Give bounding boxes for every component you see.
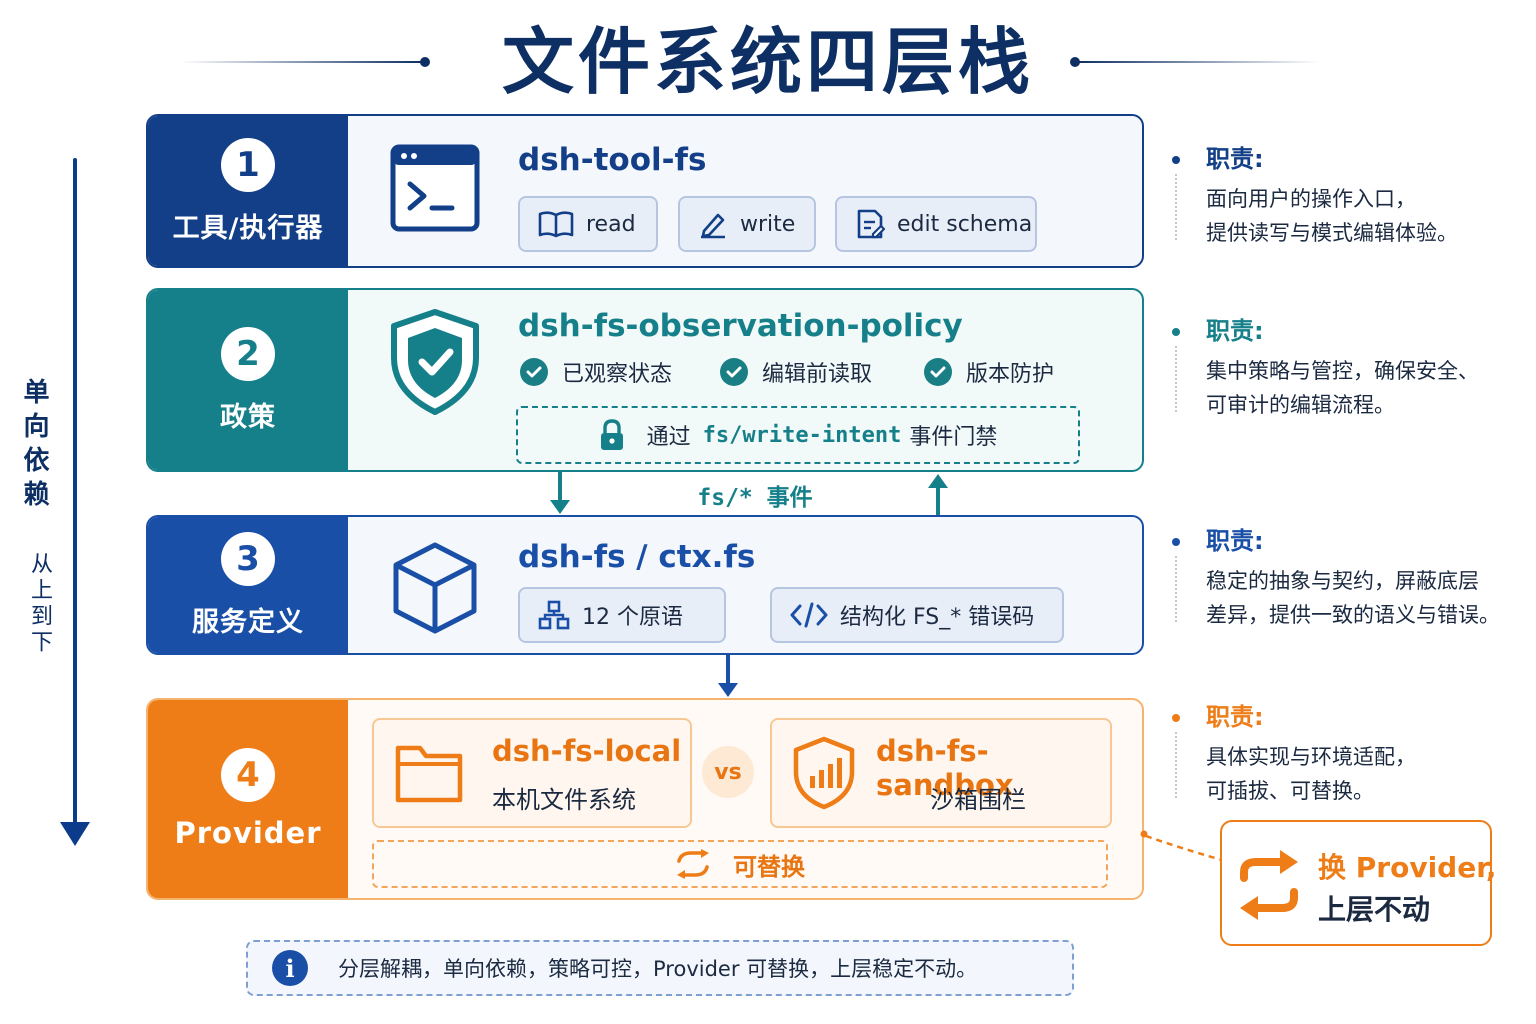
role-3-heading: 职责: [1206, 527, 1264, 555]
provider-local-name: dsh-fs-local [492, 734, 682, 768]
swap-note-line2: 上层不动 [1318, 893, 1431, 926]
swap-note-line1: 换 Provider, [1318, 851, 1497, 884]
title-dot-right [1070, 57, 1080, 67]
role-1-text: 面向用户的操作入口， 提供读写与模式编辑体验。 [1206, 187, 1458, 245]
replaceable-label: 可替换 [733, 852, 805, 881]
swap-note-connector [1140, 830, 1223, 862]
provider-sandbox-name: dsh-fs-sandbox [876, 734, 1014, 802]
title-rule-left [180, 61, 422, 63]
check-observed-state-label: 已观察状态 [562, 362, 673, 387]
role-4-text: 具体实现与环境适配， 可插拔、可替换。 [1206, 745, 1416, 803]
check-read-before-edit: 编辑前读取 [720, 356, 872, 388]
gate-suffix: 事件门禁 [909, 425, 998, 450]
gate-code: fs/write-intent [702, 422, 902, 448]
hierarchy-icon [538, 600, 570, 630]
primitives-label: 12 个原语 [582, 605, 683, 630]
role-layer-2: 职责: 集中策略与管控，确保安全、 可审计的编辑流程。 [1172, 314, 1512, 424]
layer-4-label: Provider [174, 816, 322, 850]
role-1-heading: 职责: [1206, 145, 1264, 173]
code-icon [790, 602, 828, 628]
read-pill: read [518, 196, 658, 252]
footer-note: i 分层解耦，单向依赖，策略可控，Provider 可替换，上层稳定不动。 [246, 940, 1074, 996]
provider-sandbox-desc: 沙箱围栏 [930, 786, 1026, 814]
swap-provider-note: 换 Provider, 上层不动 [1220, 820, 1497, 946]
check-icon [720, 358, 748, 386]
folder-icon [395, 745, 463, 803]
book-icon [538, 211, 574, 238]
layer-4-number: 4 [221, 748, 275, 802]
swap-icon [677, 849, 709, 879]
axis-label-sub: 从上到下 [27, 552, 52, 656]
role-4-heading: 职责: [1206, 703, 1264, 731]
primitives-pill: 12 个原语 [518, 587, 726, 643]
layer-3-label: 服务定义 [192, 606, 304, 638]
layer-3-band: 3 服务定义 [148, 517, 348, 653]
role-2-text: 集中策略与管控，确保安全、 可审计的编辑流程。 [1206, 359, 1479, 417]
replaceable-bar: 可替换 [372, 840, 1108, 888]
check-icon [520, 358, 548, 386]
layer-1-number: 1 [221, 137, 275, 192]
layer-1-tool: 1 工具/执行器 dsh-tool-fs read write edit sch… [146, 114, 1144, 268]
dependency-arrow-head-icon [60, 822, 90, 846]
layer-2-package: dsh-fs-observation-policy [518, 308, 963, 344]
gate-prefix: 通过 [646, 425, 691, 450]
role-3-text: 稳定的抽象与契约，屏蔽底层 差异，提供一致的语义与错误。 [1206, 569, 1500, 627]
edit-schema-pill: edit schema [835, 196, 1037, 252]
layer-3-number: 3 [221, 531, 275, 586]
role-layer-4: 职责: 具体实现与环境适配， 可插拔、可替换。 [1172, 700, 1512, 810]
error-codes-label: 结构化 FS_* 错误码 [840, 605, 1035, 630]
layer-4-band: 4 Provider [148, 700, 348, 898]
document-edit-icon [857, 209, 885, 239]
axis-label-main: 单向依赖 [19, 378, 49, 514]
provider-sandbox-card: dsh-fs-sandbox 沙箱围栏 [770, 718, 1112, 828]
edit-schema-label: edit schema [897, 211, 1033, 237]
versus-badge: vs [702, 746, 754, 798]
shield-check-icon [391, 309, 479, 415]
role-2-heading: 职责: [1206, 317, 1264, 345]
dependency-axis-line [73, 158, 77, 828]
service-to-provider-arrow-icon [718, 655, 738, 697]
event-down-arrow-icon [550, 472, 570, 514]
layer-1-package: dsh-tool-fs [518, 142, 707, 178]
footer-text: 分层解耦，单向依赖，策略可控，Provider 可替换，上层稳定不动。 [338, 957, 978, 981]
check-observed-state: 已观察状态 [520, 356, 672, 388]
info-icon: i [272, 950, 308, 986]
pencil-icon [701, 213, 725, 239]
check-icon [924, 358, 952, 386]
events-label: fs/* 事件 [640, 478, 870, 512]
check-read-before-edit-label: 编辑前读取 [762, 362, 873, 387]
terminal-icon [390, 144, 480, 232]
title-dot-left [420, 57, 430, 67]
check-version-guard: 版本防护 [924, 356, 1054, 388]
shield-chart-icon [793, 736, 855, 810]
layer-2-label: 政策 [220, 401, 276, 433]
provider-local-card: dsh-fs-local 本机文件系统 [372, 718, 692, 828]
error-codes-pill: 结构化 FS_* 错误码 [770, 587, 1064, 643]
role-layer-3: 职责: 稳定的抽象与契约，屏蔽底层 差异，提供一致的语义与错误。 [1172, 524, 1512, 634]
role-layer-1: 职责: 面向用户的操作入口， 提供读写与模式编辑体验。 [1172, 142, 1512, 252]
layer-1-label: 工具/执行器 [172, 212, 324, 244]
write-pill: write [678, 196, 816, 252]
layer-1-band: 1 工具/执行器 [148, 116, 348, 266]
write-intent-gate: 通过 fs/write-intent 事件门禁 [516, 406, 1080, 464]
read-label: read [586, 211, 636, 237]
layer-2-number: 2 [221, 326, 275, 381]
write-label: write [740, 211, 796, 237]
swap-arrows-icon [1240, 850, 1298, 920]
page-title: 文件系统四层栈 [501, 20, 1034, 104]
title-rule-right [1078, 61, 1320, 63]
lock-icon [600, 419, 623, 450]
events-label-text: fs/* 事件 [697, 485, 813, 511]
layer-3-service: 3 服务定义 dsh-fs / ctx.fs 12 个原语 结构化 FS_* 错… [146, 515, 1144, 655]
provider-local-desc: 本机文件系统 [492, 786, 636, 814]
layer-3-package: dsh-fs / ctx.fs [518, 539, 756, 575]
event-up-arrow-icon [928, 474, 948, 516]
layer-2-policy: 2 政策 dsh-fs-observation-policy 已观察状态 编辑前… [146, 288, 1144, 472]
cube-icon [393, 542, 477, 634]
check-version-guard-label: 版本防护 [966, 362, 1055, 387]
layer-4-provider: 4 Provider dsh-fs-local 本机文件系统 vs dsh-fs… [146, 698, 1144, 900]
layer-2-band: 2 政策 [148, 290, 348, 470]
